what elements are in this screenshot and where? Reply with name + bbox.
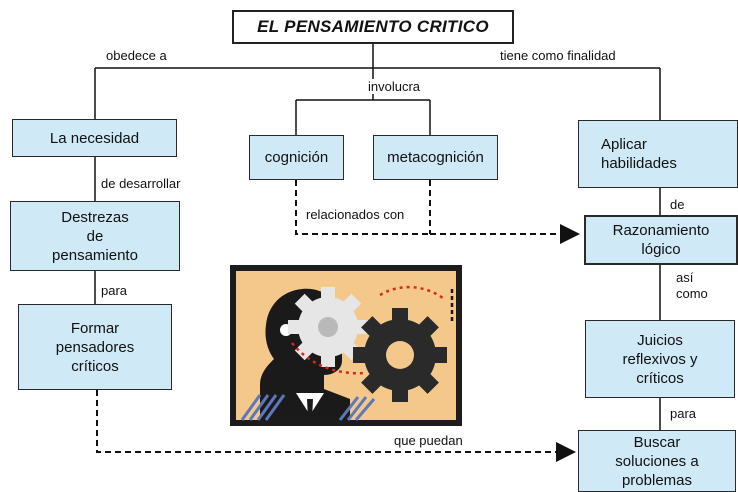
que-puedan-arrow [96, 390, 576, 462]
label-que-puedan: que puedan [392, 433, 465, 448]
node-razonamiento: Razonamiento lógico [584, 215, 738, 265]
node-juicios: Juicios reflexivos y críticos [585, 320, 735, 398]
label-finalidad: tiene como finalidad [498, 48, 618, 63]
node-aplicar: Aplicar habilidades [578, 120, 738, 188]
node-metacognicion: metacognición [373, 135, 498, 180]
label-para-right: para [668, 406, 699, 421]
label-relacionados: relacionados con [304, 207, 407, 222]
node-cognicion: cognición [249, 135, 344, 180]
label-obedece: obedece a [104, 48, 169, 63]
node-necesidad: La necesidad [12, 119, 177, 157]
label-desarrollar: de desarrollar [99, 176, 183, 191]
label-de: de [668, 197, 687, 212]
map-title: EL PENSAMIENTO CRITICO [232, 10, 514, 44]
label-para-left: para [99, 283, 130, 298]
label-como: como [674, 286, 710, 301]
node-buscar: Buscar soluciones a problemas [578, 430, 736, 492]
relacionados-dashed-line [295, 180, 430, 235]
node-destrezas: Destrezas de pensamiento [10, 201, 180, 271]
label-involucra: involucra [366, 79, 423, 94]
node-formar: Formar pensadores críticos [18, 304, 172, 390]
person-head-with-gears-icon [230, 265, 462, 426]
label-asi: así [674, 270, 696, 285]
